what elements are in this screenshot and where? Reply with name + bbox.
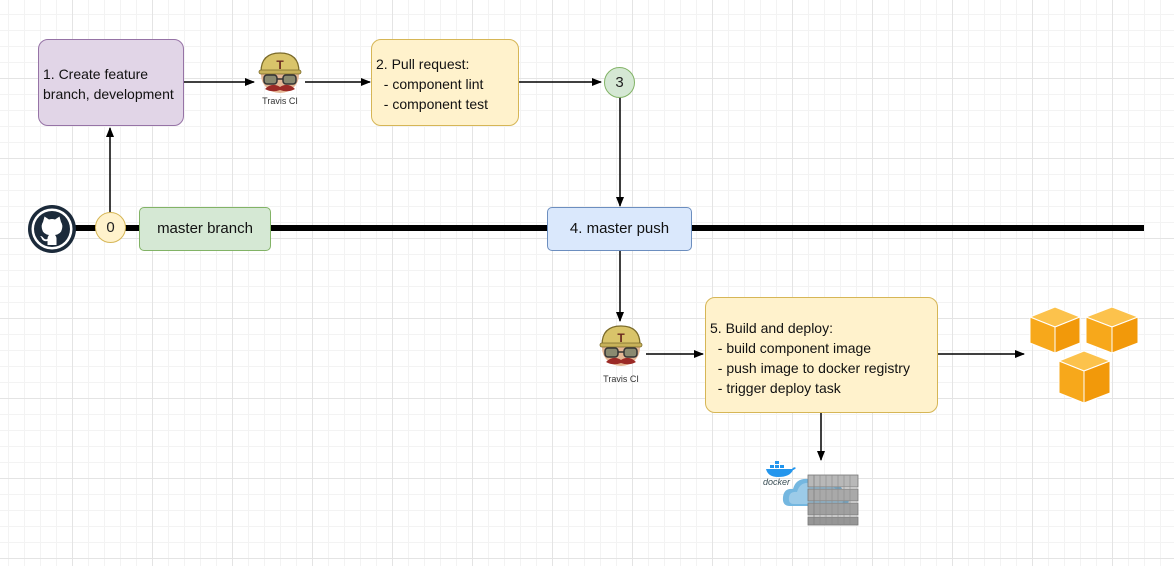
step1-box[interactable]: 1. Create feature branch, development (38, 39, 184, 126)
github-icon[interactable] (27, 204, 77, 254)
step5-line: 5. Build and deploy: (710, 320, 833, 336)
step2-line: - component lint (376, 76, 484, 92)
svg-text:T: T (617, 331, 625, 345)
step1-line: branch, development (43, 86, 174, 102)
step5-line: - build component image (710, 340, 872, 356)
travis-ci-label: Travis CI (603, 374, 639, 384)
step5-box[interactable]: 5. Build and deploy: - build component i… (705, 297, 938, 413)
docker-registry-icon[interactable] (760, 460, 860, 528)
step0-circle[interactable]: 0 (95, 212, 126, 243)
travis-ci-label: Travis CI (262, 96, 298, 106)
travis-ci-icon[interactable]: T (595, 323, 647, 369)
step4-label: 4. master push (569, 220, 670, 237)
master-branch-label: master branch (157, 220, 253, 237)
travis-ci-icon[interactable]: T (254, 50, 306, 96)
aws-icon[interactable] (1028, 305, 1143, 405)
step2-line: 2. Pull request: (376, 56, 470, 72)
step3-circle[interactable]: 3 (604, 67, 635, 98)
step2-box[interactable]: 2. Pull request: - component lint - comp… (371, 39, 519, 126)
step2-line: - component test (376, 96, 489, 112)
step3-label: 3 (615, 74, 624, 91)
step5-line: - push image to docker registry (710, 360, 910, 376)
step0-label: 0 (106, 219, 115, 236)
step1-line: 1. Create feature (43, 66, 149, 82)
svg-text:T: T (276, 58, 284, 72)
step4-box[interactable]: 4. master push (547, 207, 692, 251)
master-branch-box[interactable]: master branch (139, 207, 271, 251)
docker-label: docker (763, 477, 791, 487)
step5-line: - trigger deploy task (710, 380, 841, 396)
